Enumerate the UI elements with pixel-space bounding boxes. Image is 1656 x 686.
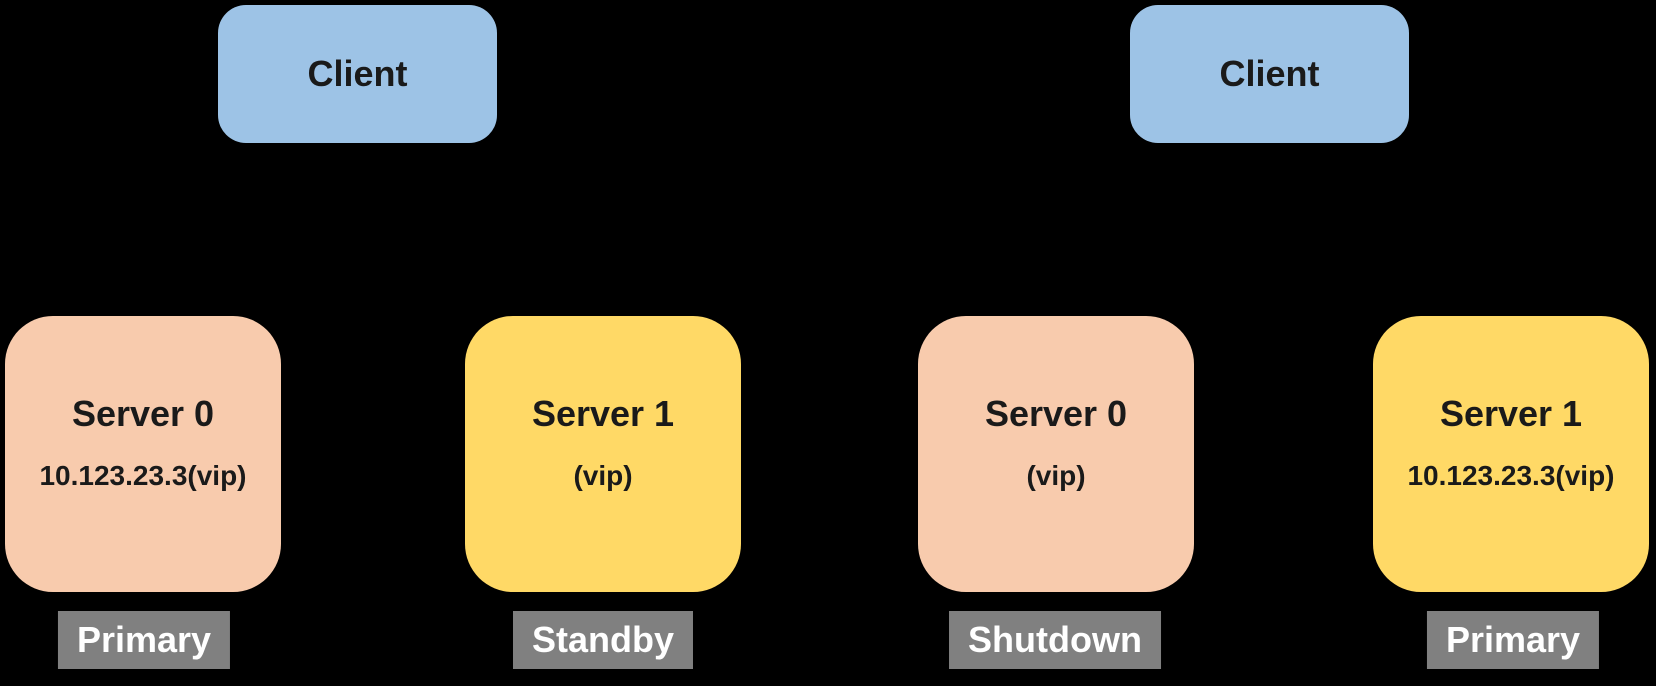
status-badge-primary-right: Primary: [1426, 611, 1600, 669]
server-vip-address: 10.123.23.3(vip): [1407, 460, 1615, 491]
status-badge-shutdown: Shutdown: [949, 611, 1161, 669]
server-vip-address: (vip): [573, 460, 633, 491]
client-label: Client: [1219, 53, 1320, 94]
server-title: Server 1: [531, 393, 675, 434]
server-vip-address: (vip): [1026, 460, 1086, 491]
client-node-left: Client: [218, 5, 497, 143]
server-title: Server 0: [984, 393, 1128, 434]
client-label: Client: [307, 53, 408, 94]
server0-node-right: Server 0 (vip): [918, 316, 1194, 592]
status-badge-standby: Standby: [512, 611, 694, 669]
server-title: Server 1: [1439, 393, 1583, 434]
server-title: Server 0: [71, 393, 215, 434]
status-badge-primary-left: Primary: [57, 611, 231, 669]
server1-node-left: Server 1 (vip): [465, 316, 741, 592]
client-node-right: Client: [1130, 5, 1409, 143]
server1-node-right: Server 1 10.123.23.3(vip): [1373, 316, 1649, 592]
server-vip-address: 10.123.23.3(vip): [39, 460, 247, 491]
server0-node-left: Server 0 10.123.23.3(vip): [5, 316, 281, 592]
